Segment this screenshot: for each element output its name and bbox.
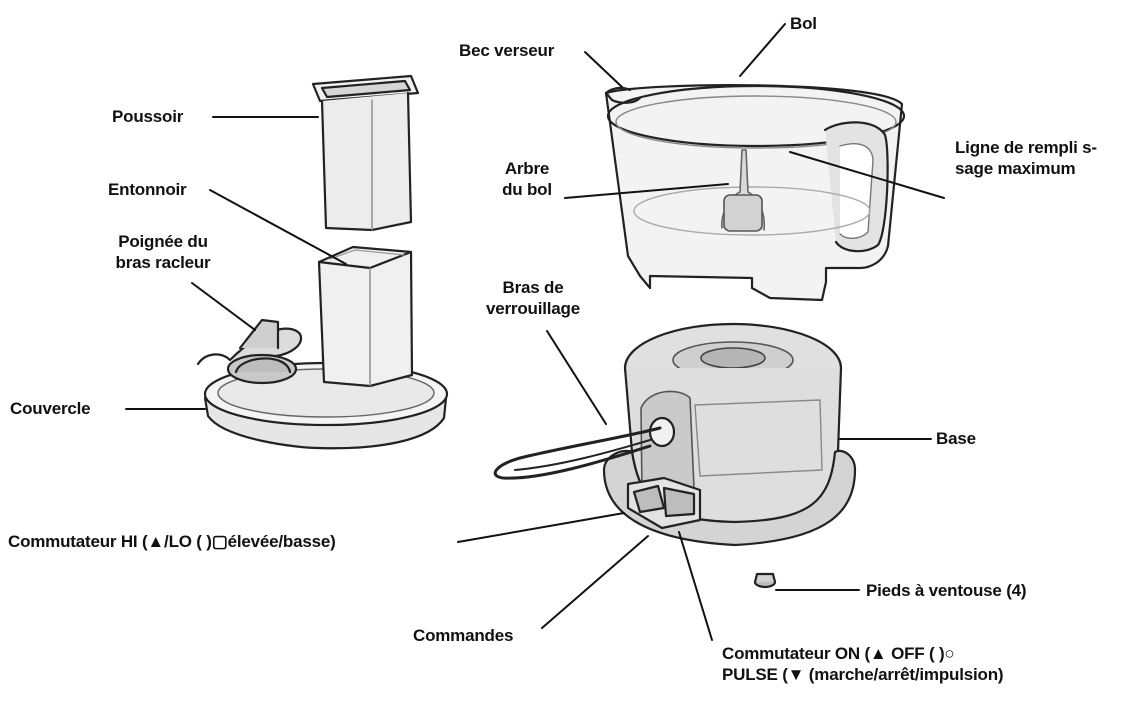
label-ligne-remplissage: Ligne de rempli s- sage maximum	[955, 137, 1097, 179]
label-commutateur-on-off: Commutateur ON (▲ OFF ( )○ PULSE (▼ (mar…	[722, 643, 1004, 685]
pusher-part	[311, 74, 420, 232]
locking-arm-part	[493, 426, 662, 480]
feed-tube-part	[317, 245, 414, 388]
base-part	[602, 322, 857, 589]
label-poignee: Poignée du bras racleur	[98, 231, 228, 273]
label-bras-line1: Bras de	[502, 278, 564, 297]
label-commutateur-hi-lo: Commutateur HI (▲/LO ( )▢élevée/basse)	[8, 532, 336, 551]
label-base: Base	[936, 429, 976, 448]
bowl-part	[604, 84, 906, 302]
label-ligne-line2: sage maximum	[955, 159, 1076, 178]
leader-lines	[125, 23, 945, 641]
label-arbre-line1: Arbre	[504, 159, 550, 178]
label-poignee-line2: bras racleur	[115, 253, 211, 272]
label-arbre-line2: du bol	[502, 180, 552, 199]
label-arbre: Arbre du bol	[492, 158, 562, 200]
label-entonnoir: Entonnoir	[108, 180, 187, 199]
label-ligne-line1: Ligne de rempli s-	[955, 138, 1097, 157]
label-poussoir: Poussoir	[112, 107, 184, 126]
label-bec-verseur: Bec verseur	[459, 41, 555, 60]
label-bol: Bol	[790, 14, 817, 33]
label-on-off-line1: Commutateur ON (▲ OFF ( )○	[722, 644, 955, 663]
label-on-off-line2: PULSE (▼ (marche/arrêt/impulsion)	[722, 665, 1004, 684]
label-couvercle: Couvercle	[10, 399, 91, 418]
label-pieds-ventouse: Pieds à ventouse (4)	[866, 581, 1027, 600]
label-commandes: Commandes	[413, 626, 514, 645]
label-bras-line2: verrouillage	[486, 299, 580, 318]
label-bras-verrouillage: Bras de verrouillage	[468, 277, 598, 319]
label-poignee-line1: Poignée du	[118, 232, 208, 251]
